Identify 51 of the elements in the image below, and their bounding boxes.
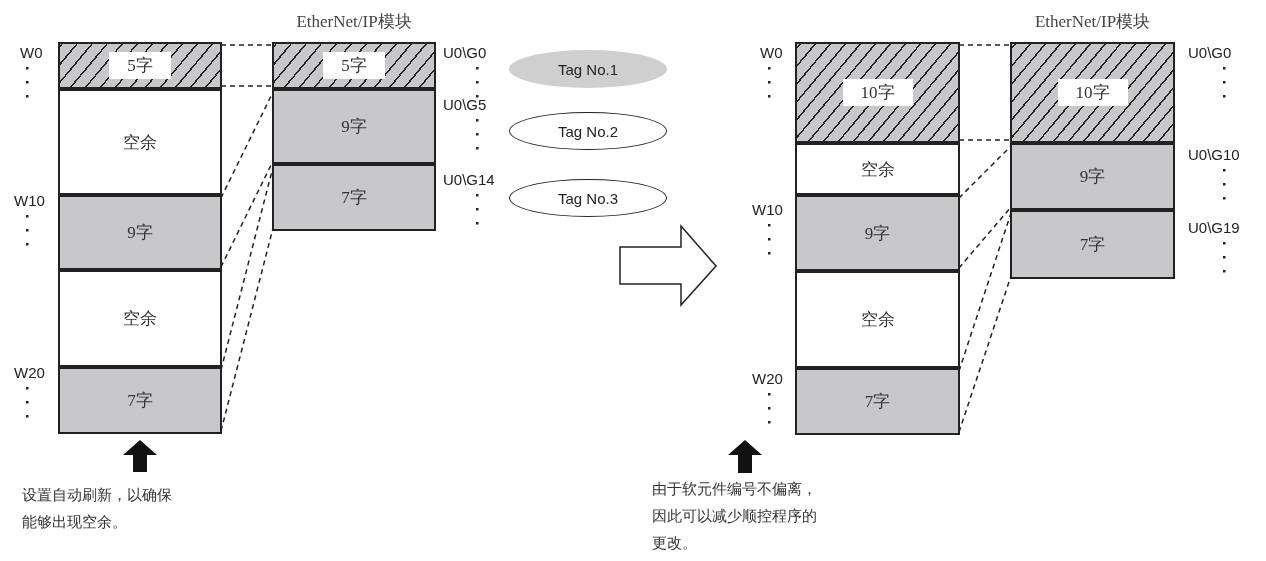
block-label: 7字 [341, 187, 367, 209]
block-label: 10字 [842, 79, 913, 106]
hatched-memory-block [1010, 42, 1175, 143]
address-label: U0\G14 [443, 171, 495, 188]
hatched-memory-block [795, 42, 960, 143]
block-label: 9字 [864, 222, 891, 245]
memory-block [58, 270, 222, 367]
block-label: 9字 [341, 116, 367, 138]
tag-label: Tag No.3 [557, 189, 618, 207]
memory-block [795, 195, 960, 271]
block-label: 7字 [127, 390, 153, 412]
block-label: 空余 [860, 309, 895, 331]
memory-block [272, 164, 436, 231]
column-heading: EtherNet/IP模块 [1033, 11, 1152, 33]
memory-block [795, 271, 960, 368]
hatched-memory-block [272, 42, 436, 89]
address-label: U0\G5 [443, 96, 487, 113]
address-label: U0\G10 [1188, 146, 1240, 163]
memory-block [58, 367, 222, 434]
tag-label: Tag No.1 [557, 60, 618, 78]
hatched-memory-block [58, 42, 222, 89]
block-label: 空余 [123, 131, 157, 154]
memory-block [1010, 210, 1175, 279]
address-label: U0\G0 [443, 44, 487, 61]
block-label: 10字 [1057, 79, 1128, 106]
block-label: 5字 [323, 52, 385, 79]
address-label: U0\G19 [1188, 219, 1240, 236]
block-label: 7字 [864, 391, 891, 413]
block-label: 5字 [109, 52, 171, 79]
address-label: W0 [20, 44, 43, 61]
block-label: 9字 [127, 222, 153, 244]
column-heading: EtherNet/IP模块 [295, 11, 413, 33]
memory-block [58, 89, 222, 195]
memory-block [795, 143, 960, 195]
address-label: W20 [14, 364, 45, 381]
block-label: 空余 [123, 308, 157, 330]
memory-block [272, 89, 436, 164]
memory-block [795, 368, 960, 435]
address-label: W10 [14, 192, 45, 209]
address-label: U0\G0 [1188, 44, 1232, 61]
note-text: 设置自动刷新，以确保能够出现空余。 [22, 486, 173, 532]
block-label: 7字 [1079, 234, 1106, 256]
block-label: 空余 [860, 158, 895, 181]
memory-block [1010, 143, 1175, 210]
note-text: 由于软元件编号不偏离，因此可以减少顺控程序的更改。 [652, 480, 818, 553]
tag-label: Tag No.2 [557, 122, 618, 140]
address-label: W0 [760, 44, 783, 61]
memory-block [58, 195, 222, 270]
block-label: 9字 [1079, 166, 1106, 188]
address-label: W10 [752, 201, 783, 218]
address-label: W20 [752, 370, 783, 387]
